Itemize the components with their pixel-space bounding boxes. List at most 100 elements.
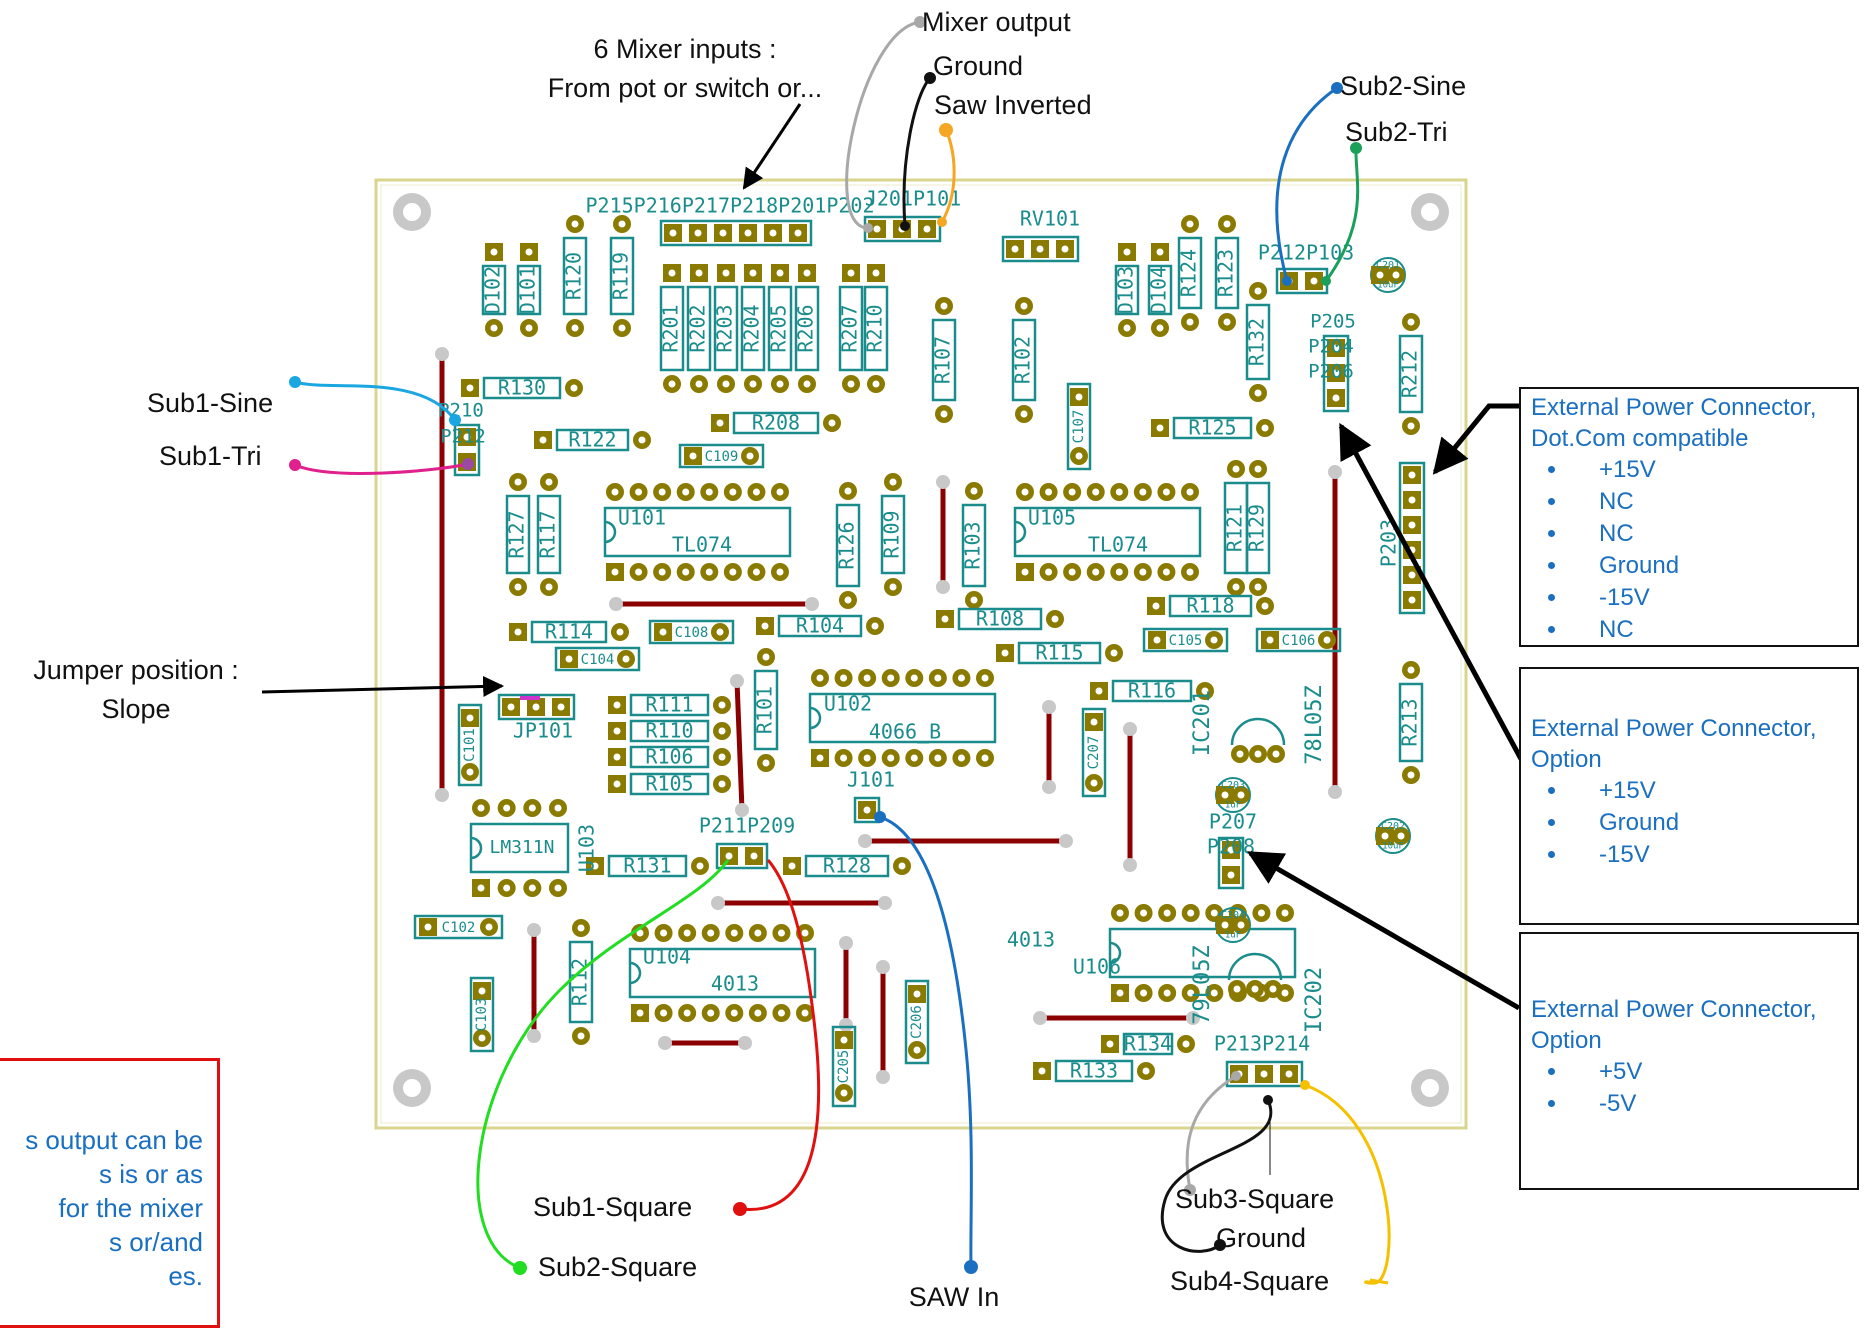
ref-top_headers: P215P216P217P218P201P202 (586, 194, 875, 218)
ref-r127: R127 (505, 510, 529, 558)
resistor-body (1114, 264, 1140, 316)
pin-header (1225, 1060, 1304, 1088)
ref-r103: R103 (961, 521, 985, 569)
ref-r128: R128 (823, 854, 871, 878)
power-note-item: +5V (1569, 1056, 1857, 1088)
power-note-title: External Power Connector, Option (1531, 996, 1817, 1054)
sub1-tri-label: Sub1-Tri (159, 441, 262, 471)
ref-c203v: 1uF (1225, 801, 1241, 811)
ground-top-label: Ground (933, 51, 1023, 81)
resistor-body (505, 494, 531, 575)
resistor-body (1398, 682, 1424, 763)
ref-r207: R207 (838, 304, 862, 352)
ref-c108: C108 (675, 625, 709, 641)
resistor-body (1177, 236, 1203, 310)
pin-header (1322, 334, 1350, 413)
ref-l79l05z: 79L05Z (1190, 945, 1215, 1024)
ref-p207: P207 (1209, 810, 1257, 834)
ref-u106: U106 (1073, 955, 1121, 979)
resistor-body (1054, 1059, 1134, 1083)
resistor-body (957, 607, 1043, 631)
power-note-item: Ground (1569, 550, 1857, 582)
resistor-body (629, 719, 710, 743)
ref-p212b: P212 (440, 426, 486, 448)
ground-bottom-label: Ground (1216, 1223, 1306, 1253)
resistor-body (863, 285, 889, 372)
capacitor-body (1066, 382, 1092, 471)
resistor-body (482, 376, 562, 400)
resistor-body (629, 745, 710, 769)
ref-c201: C201 (1376, 260, 1400, 271)
ref-r119: R119 (609, 252, 633, 300)
ref-r131: R131 (623, 854, 671, 878)
capacitor-body (831, 1025, 857, 1108)
ic-body (628, 947, 817, 999)
resistor-body (629, 693, 710, 717)
power-note-item: -15V (1569, 582, 1857, 614)
ref-r105: R105 (645, 772, 693, 796)
capacitor-body (1255, 627, 1342, 653)
ref-c107: C107 (1071, 410, 1087, 444)
capacitor-body (413, 914, 504, 940)
ref-d104: D104 (1147, 266, 1171, 314)
ref-r104: R104 (796, 614, 844, 638)
ref-r114: R114 (545, 620, 593, 644)
ref-r108: R108 (976, 607, 1024, 631)
signal-wires (294, 20, 1391, 1285)
resistor-body (530, 620, 608, 644)
ref-r205: R205 (767, 304, 791, 352)
ref-u103: U103 (575, 824, 599, 872)
ref-tl074b: TL074 (1088, 533, 1148, 557)
resistor-body (536, 494, 562, 575)
resistor-body (732, 411, 820, 435)
ref-ic4013a: 4013 (711, 972, 759, 996)
ref-d102: D102 (481, 266, 505, 314)
ref-c101: C101 (462, 728, 478, 762)
mixer-output-label: Mixer output (922, 7, 1071, 37)
ref-r202: R202 (686, 304, 710, 352)
annotation-labels: 6 Mixer inputs : From pot or switch or..… (33, 7, 1466, 1311)
ref-d103: D103 (1114, 266, 1138, 314)
ref-c206: C206 (909, 1005, 925, 1039)
ref-jp101: JP101 (513, 719, 573, 743)
ref-r109: R109 (880, 510, 904, 558)
ref-u102: U102 (824, 692, 872, 716)
ic-body (1013, 506, 1202, 558)
ref-c104: C104 (581, 652, 615, 668)
sub3-square-wire (1185, 1074, 1237, 1191)
ref-r125: R125 (1188, 416, 1236, 440)
power-note-item: Ground (1569, 807, 1857, 839)
resistor-body (753, 669, 779, 751)
ref-r120: R120 (562, 252, 586, 300)
ref-r121: R121 (1223, 504, 1247, 552)
sub3-square-label: Sub3-Square (1175, 1184, 1334, 1214)
ref-c201v: 10uF (1377, 281, 1399, 291)
ic-body (808, 692, 997, 744)
capacitor-body (904, 979, 930, 1065)
resistor-body (659, 285, 685, 372)
resistor-body (838, 285, 864, 372)
power-note-list: +5V -5V (1521, 1056, 1857, 1120)
ref-rv101: RV101 (1020, 207, 1080, 231)
capacitor-body (457, 703, 483, 787)
capacitor-body (554, 646, 641, 672)
ic-body (603, 506, 792, 558)
pin-header (497, 693, 576, 721)
ref-p205: P205 (1310, 311, 1356, 333)
ref-ic4013b: 4013 (1007, 928, 1055, 952)
ref-r208: R208 (752, 411, 800, 435)
ref-c207: C207 (1086, 736, 1102, 770)
ref-ic202: IC202 (1302, 967, 1327, 1033)
voltage-regulator (1230, 717, 1286, 746)
resistor-body (767, 285, 793, 372)
sub1-square-wire (739, 859, 821, 1211)
ref-r117: R117 (536, 510, 560, 558)
resistor-body (1168, 594, 1253, 618)
resistor-body (1111, 679, 1193, 703)
capacitor-body (1081, 707, 1107, 798)
ref-tl074a: TL074 (672, 533, 732, 557)
voltage-regulator (1227, 952, 1283, 981)
power-connector-note-option-5v: External Power Connector, Option +5V -5V (1519, 932, 1859, 1190)
resistor-body (880, 494, 906, 575)
